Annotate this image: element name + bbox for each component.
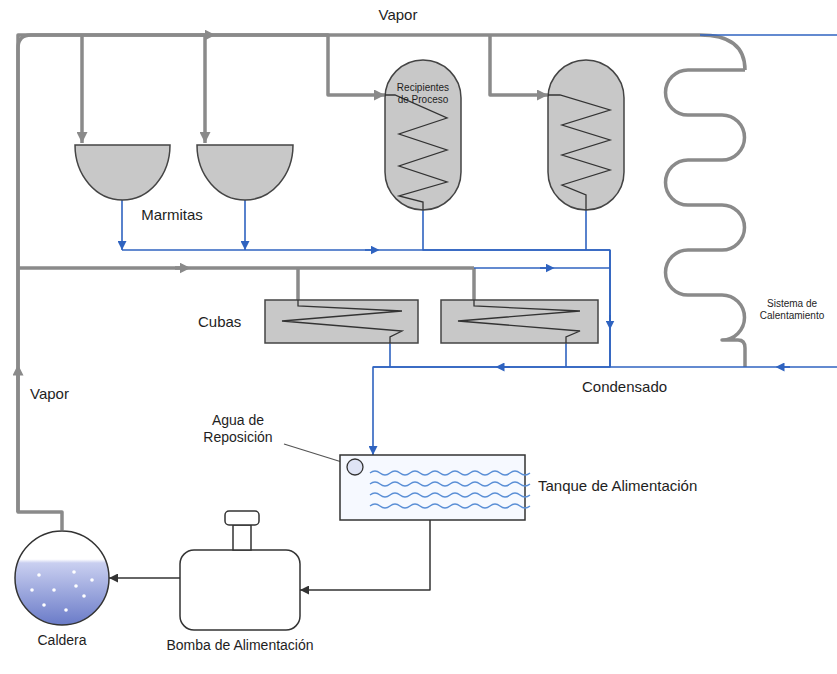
feed-tank-outline-part [370, 482, 530, 486]
steam-pipe-part [666, 70, 746, 367]
group-label: Marmitas [130, 206, 214, 224]
kettle [75, 145, 293, 200]
condensate-pipe-part [121, 200, 123, 250]
steam-pipe-part [472, 268, 476, 300]
boiler-outline-part [37, 573, 41, 577]
callout-label: Agua de Reposición [192, 412, 284, 446]
feed-pump-outline-part [233, 525, 251, 550]
steam-pipe-part [18, 35, 745, 512]
steam-pipe-part [175, 266, 185, 270]
vat-part [265, 300, 418, 343]
condensate-line [373, 210, 610, 455]
condensate-pipe-part [585, 210, 587, 250]
node-title: Tanque de Alimentación [538, 477, 753, 495]
boiler-outline-part [30, 588, 34, 592]
boiler-outline-part [74, 584, 78, 588]
feed-pump-outline-part [180, 550, 300, 630]
feed-pump: Bomba de Alimentación [155, 495, 325, 663]
boiler-outline-part [82, 594, 86, 598]
feed-tank-outline-part [340, 455, 525, 520]
feed-tank-outline-part [370, 504, 530, 508]
process-vessel-part [548, 95, 610, 210]
process-vessel [548, 60, 624, 210]
connectors [18, 35, 610, 590]
condensate-pipe-part [540, 267, 550, 269]
process-vessel: Recipientes de Proceso [385, 60, 461, 210]
vat-part [441, 300, 598, 343]
process-vessel-outline-part [385, 60, 461, 210]
flow-label: Condensado [582, 378, 692, 396]
node-title: Bomba de Alimentación [155, 637, 325, 654]
steam-pipe-part [296, 268, 300, 300]
vat-part [458, 300, 580, 343]
group-label: Sistema de Calentamiento [752, 298, 832, 322]
condensate-pipe-part [780, 366, 790, 368]
steam-pipe-part [18, 266, 474, 270]
feed-line [300, 520, 430, 590]
process-vessel-part [548, 60, 624, 210]
boiler: Caldera [14, 530, 110, 656]
vat [265, 300, 598, 343]
flow-label: Vapor [368, 6, 428, 24]
condensate-pipe-part [565, 343, 567, 367]
boiler-outline-part [15, 531, 109, 625]
feed-tank-outline-part [370, 493, 530, 497]
node-title: Caldera [14, 632, 110, 649]
steam-pipe-part [203, 35, 207, 143]
flow-label: Vapor [30, 385, 90, 403]
condensate-pipe-part [474, 267, 610, 269]
steam-pipe-part [80, 35, 84, 143]
kettle-part [75, 145, 170, 200]
boiler-outline-part [72, 570, 76, 574]
boiler-outline-part [64, 608, 68, 612]
condensate-pipe-part [244, 200, 246, 250]
condensate-pipe-part [365, 249, 375, 251]
feed-tank: Tanque de Alimentación [340, 455, 760, 520]
boiler-outline-part [42, 603, 46, 607]
kettle-part [197, 145, 293, 200]
condensate-pipe [122, 35, 837, 367]
leader-line [284, 444, 345, 463]
boiler-outline-part [90, 578, 94, 582]
process-vessel-outline-part [385, 95, 447, 210]
boiler-outline-part [52, 588, 56, 592]
feed-tank-outline-part [347, 459, 363, 475]
feed-tank-outline-part [370, 471, 530, 475]
group-label: Cubas [198, 313, 258, 331]
steam-line [18, 35, 385, 530]
feed-line [109, 577, 180, 579]
node-title: Recipientes de Proceso [390, 82, 456, 106]
vat-part [282, 300, 402, 343]
condensate-pipe-part [389, 343, 391, 367]
steam-pipe [18, 35, 745, 512]
condensate-pipe-part [700, 34, 837, 36]
steam-pipe-part [490, 35, 548, 95]
feed-pump-outline-part [225, 511, 259, 525]
